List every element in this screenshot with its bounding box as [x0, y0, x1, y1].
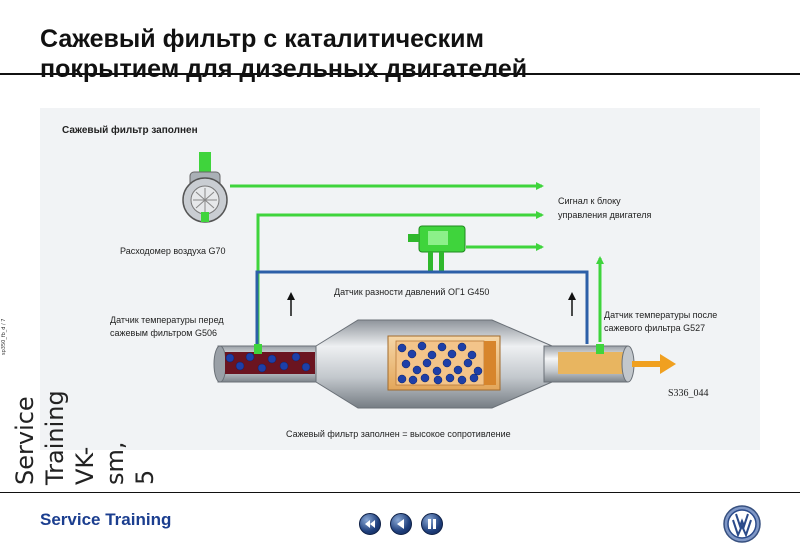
rewind-button[interactable] — [359, 513, 381, 535]
temp-before-label-line-1: Датчик температуры перед — [110, 315, 224, 325]
footer-brand: Service Training — [40, 510, 172, 529]
filter-diagram: Сажевый фильтр заполнен Расходомер возду… — [62, 124, 717, 439]
temp-sensor-after-icon — [596, 344, 604, 354]
page-title-line-1: Сажевый фильтр с каталитическим — [40, 25, 484, 53]
figure-code: S336_044 — [668, 388, 709, 399]
previous-icon — [397, 519, 404, 529]
diagram-caption: Сажевый фильтр заполнен = высокое сопрот… — [286, 429, 511, 439]
vw-logo — [723, 505, 761, 543]
air-mass-meter-label: Расходомер воздуха G70 — [120, 246, 226, 256]
exhaust-flow-arrow — [632, 354, 676, 374]
side-label-line-4: sm, — [101, 441, 129, 485]
diagram-panel: Сажевый фильтр заполнен Расходомер возду… — [40, 108, 760, 450]
air-mass-meter-icon — [182, 152, 228, 223]
side-label-line-3: VK- — [71, 446, 99, 485]
temp-after-label-line-2: сажевого фильтра G527 — [604, 323, 705, 333]
pressure-sensor-label: Датчик разности давлений ОГ1 G450 — [334, 287, 489, 297]
soot-particles — [225, 341, 483, 385]
particulate-filter-body — [213, 319, 635, 409]
diagram-header: Сажевый фильтр заполнен — [62, 124, 198, 136]
page-title-line-2: покрытием для дизельных двигателей — [40, 55, 528, 83]
rewind-icon — [365, 520, 375, 528]
pressure-hose — [255, 270, 589, 344]
temp-after-label-line-1: Датчик температуры после — [604, 310, 717, 320]
slide-code: sp350_fb_d / 7 — [1, 318, 7, 355]
pause-icon — [428, 519, 436, 529]
footer-divider — [0, 492, 800, 493]
side-label-line-5: 5 — [131, 469, 159, 485]
previous-button[interactable] — [390, 513, 412, 535]
page-title: Сажевый фильтр с каталитическим покрытие… — [40, 24, 760, 84]
signal-label-line-2: управления двигателя — [558, 210, 652, 220]
pause-button[interactable] — [421, 513, 443, 535]
temp-sensor-before-icon — [254, 344, 262, 354]
side-label-line-1: Service — [11, 396, 39, 485]
pressure-sensor-icon — [408, 225, 466, 272]
title-divider — [0, 73, 800, 75]
signal-label-line-1: Сигнал к блоку — [558, 196, 621, 206]
side-label-line-2: Training — [41, 390, 69, 485]
temp-before-label-line-2: сажевым фильтром G506 — [110, 328, 217, 338]
side-label: Service Training VK- sm, 5 — [10, 390, 160, 485]
